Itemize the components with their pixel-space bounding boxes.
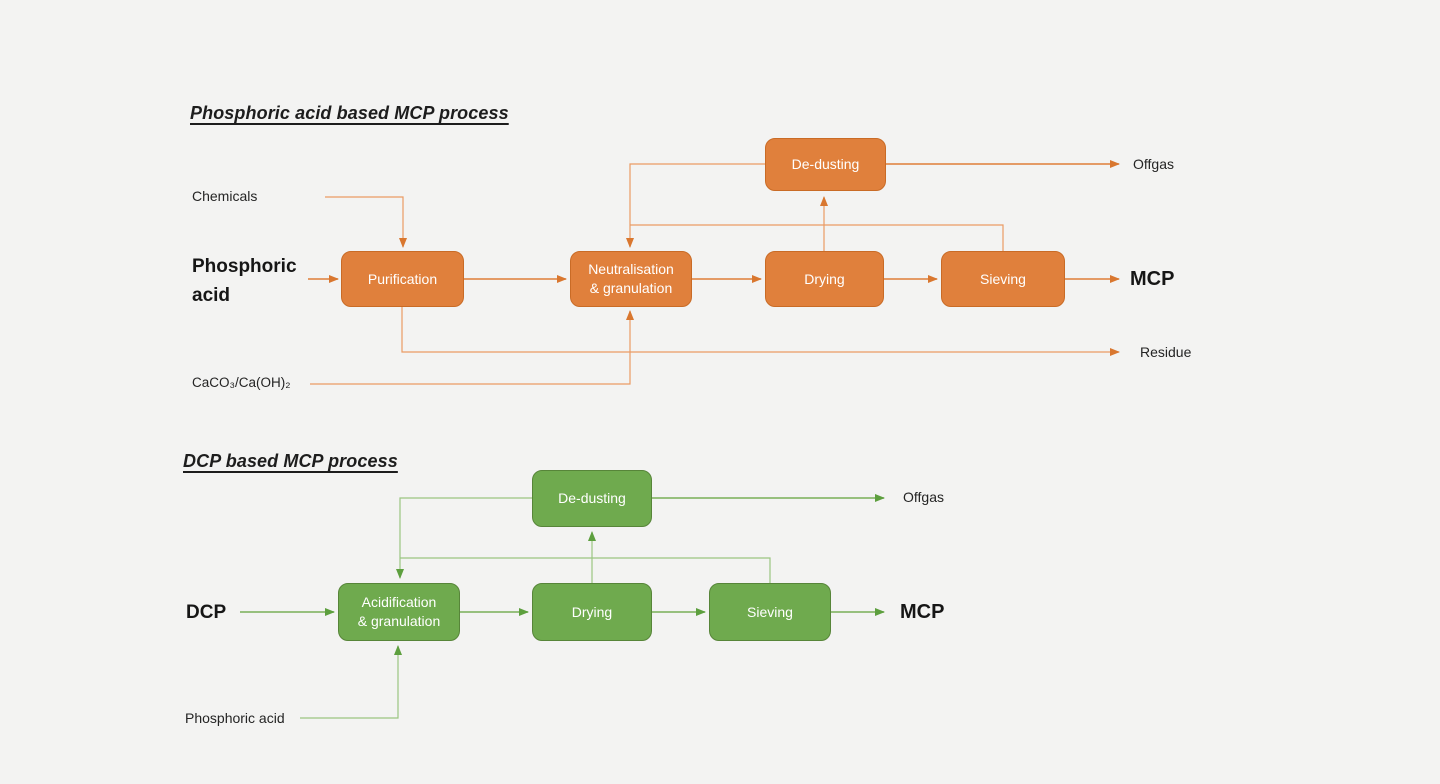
node-acidification-granulation: Acidification & granulation [338, 583, 460, 641]
input-label-caco3: CaCO₃/Ca(OH)₂ [192, 375, 291, 390]
flow-sieving-recycle-to-neutralisation [630, 224, 1004, 252]
flow-chemicals-to-purification [325, 196, 407, 248]
input-label-chemicals: Chemicals [192, 188, 258, 204]
node-drying-2: Drying [532, 583, 652, 641]
output-label-mcp: MCP [1130, 268, 1175, 290]
flow-dedusting-recycle-to-acidification [396, 497, 532, 579]
flow-dedusting-recycle-to-neutralisation [626, 163, 765, 248]
title-phosphoric-process: Phosphoric acid based MCP process [190, 103, 509, 123]
node-purification: Purification [341, 251, 464, 307]
output-label-mcp-2: MCP [900, 601, 945, 623]
node-sieving: Sieving [941, 251, 1065, 307]
flow-phosphoric-acid-to-acidification [300, 645, 402, 719]
title-dcp-process: DCP based MCP process [183, 451, 398, 471]
flow-caco3-to-neutralisation [310, 310, 634, 385]
node-neutralisation-granulation: Neutralisation & granulation [570, 251, 692, 307]
input-label-dcp: DCP [186, 602, 227, 623]
input-label-phosphoric-acid: Phosphoric acid [192, 256, 297, 306]
node-dedusting-2: De-dusting [532, 470, 652, 527]
input-label-phosphoric-acid-2: Phosphoric acid [185, 710, 285, 726]
node-dedusting: De-dusting [765, 138, 886, 191]
output-label-offgas-2: Offgas [903, 489, 944, 505]
output-label-offgas: Offgas [1133, 156, 1174, 172]
flow-sieving-recycle-to-acidification [400, 557, 771, 583]
output-label-residue: Residue [1140, 344, 1192, 360]
flow-purification-to-residue [401, 307, 1120, 356]
node-drying: Drying [765, 251, 884, 307]
node-sieving-2: Sieving [709, 583, 831, 641]
